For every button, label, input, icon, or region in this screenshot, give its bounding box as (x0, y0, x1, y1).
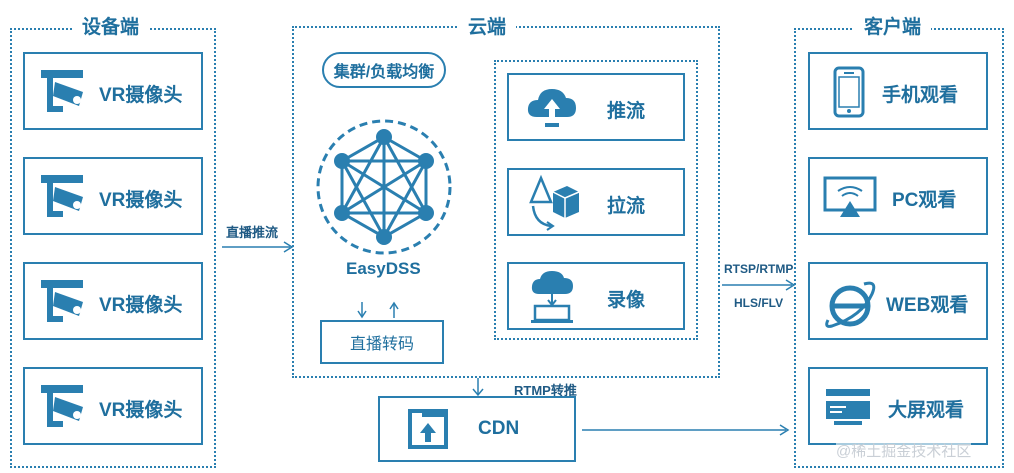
device-item-label: VR摄像头 (99, 295, 183, 316)
rtmp-forward-label: RTMP转推 (514, 383, 577, 398)
transcode-arrows (357, 301, 399, 319)
core-label: EasyDSS (346, 259, 421, 278)
device-item-label: VR摄像头 (99, 85, 183, 106)
client-item-label: WEB观看 (886, 295, 969, 316)
camera-icon (39, 278, 89, 326)
device-item-2: VR摄像头 (23, 157, 203, 235)
push-stream-arrow (222, 241, 294, 253)
cloud-to-client-arrow (722, 279, 796, 291)
cluster-label: 集群/负载均衡 (333, 64, 435, 81)
service-pull: 拉流 (507, 168, 685, 236)
transcode-box: 直播转码 (320, 320, 444, 364)
push-stream-label: 直播推流 (226, 225, 279, 240)
client-item-label: PC观看 (892, 190, 957, 211)
pull-stream-icon (523, 174, 581, 232)
device-item-label: VR摄像头 (99, 400, 183, 421)
cloud-upload-icon (525, 83, 579, 133)
service-label: 拉流 (607, 196, 646, 217)
cdn-box: CDN (378, 396, 576, 462)
client-item-phone: 手机观看 (808, 52, 988, 130)
device-panel-title: 设备端 (72, 16, 150, 40)
client-item-pc: PC观看 (808, 157, 988, 235)
cloud-panel-title: 云端 (458, 16, 517, 40)
client-panel-title: 客户端 (854, 16, 932, 40)
device-item-3: VR摄像头 (23, 262, 203, 340)
client-item-label: 手机观看 (882, 85, 959, 106)
record-icon (527, 268, 579, 326)
transcode-label: 直播转码 (349, 336, 414, 353)
web-icon (824, 276, 878, 330)
phone-icon (832, 66, 866, 118)
protocol-label-2: HLS/FLV (734, 296, 784, 310)
device-item-4: VR摄像头 (23, 367, 203, 445)
client-item-bigscreen: 大屏观看 (808, 367, 988, 445)
camera-icon (39, 383, 89, 431)
service-record: 录像 (507, 262, 685, 330)
service-label: 录像 (607, 290, 646, 311)
protocol-label-1: RTSP/RTMP (724, 262, 794, 276)
rtmp-forward-arrow (472, 378, 484, 397)
client-item-label: 大屏观看 (888, 400, 965, 421)
service-push: 推流 (507, 73, 685, 141)
watermark: @稀土掘金技术社区 (836, 440, 972, 461)
cluster-badge: 集群/负载均衡 (322, 52, 446, 88)
cdn-label: CDN (478, 418, 520, 439)
camera-icon (39, 173, 89, 221)
device-item-1: VR摄像头 (23, 52, 203, 130)
client-item-web: WEB观看 (808, 262, 988, 340)
pc-icon (822, 175, 878, 221)
bigscreen-icon (824, 387, 872, 427)
cdn-to-client-arrow (582, 424, 790, 436)
device-item-label: VR摄像头 (99, 190, 183, 211)
cdn-icon (406, 407, 450, 451)
network-globe-icon (314, 117, 454, 257)
services-panel (494, 60, 698, 340)
service-label: 推流 (607, 101, 646, 122)
camera-icon (39, 68, 89, 116)
